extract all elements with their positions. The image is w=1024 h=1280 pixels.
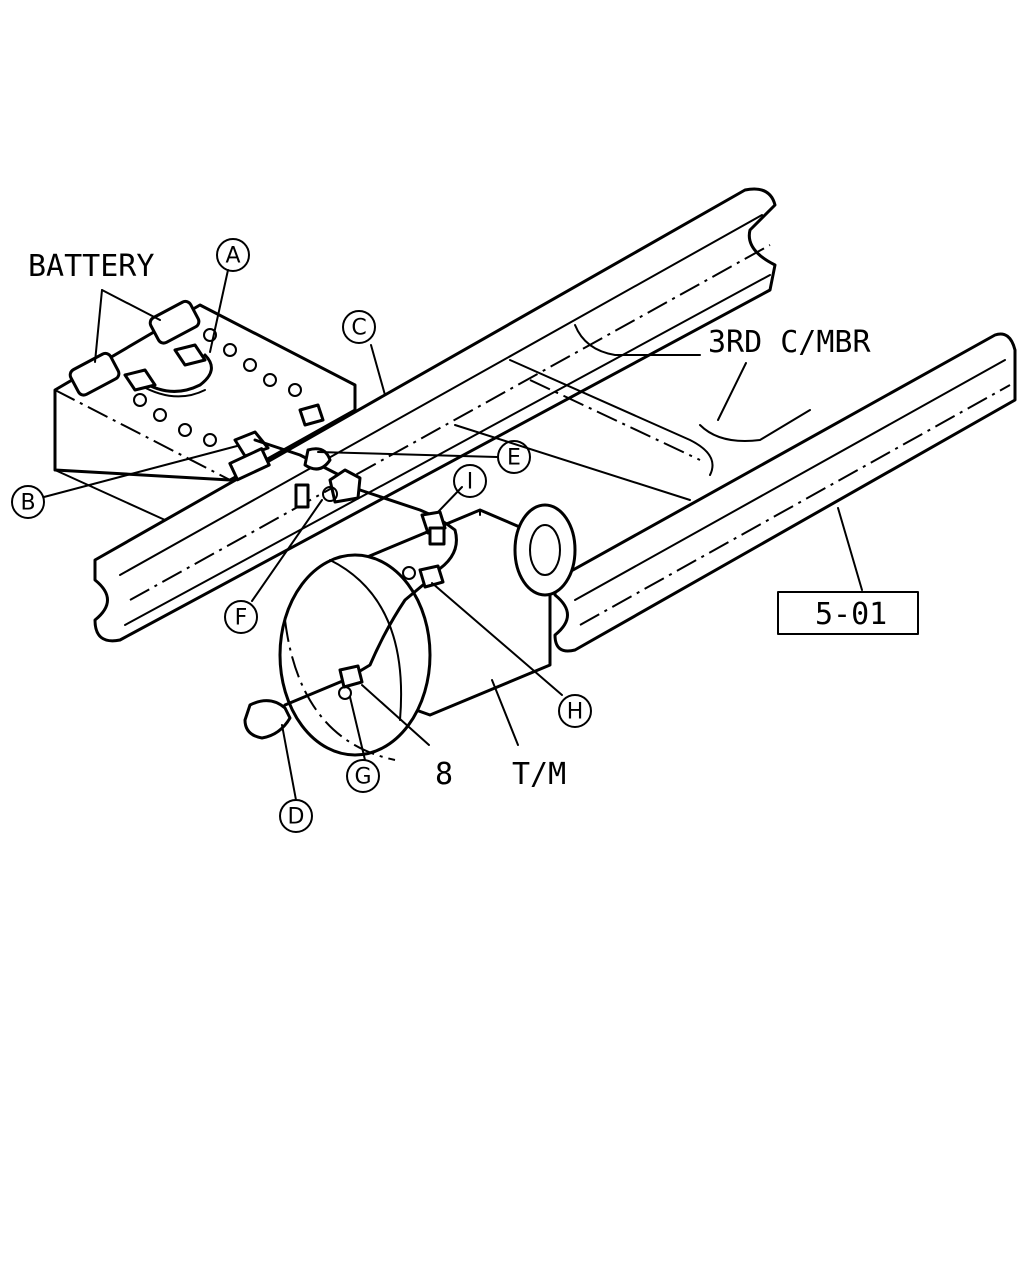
crossmember-label: 3RD C/MBR bbox=[708, 325, 871, 360]
callout-i-text: I bbox=[467, 470, 474, 495]
battery-label: BATTERY bbox=[28, 249, 154, 284]
part-number-label: 8 bbox=[435, 757, 453, 792]
callout-h: H bbox=[558, 694, 592, 728]
frame-rail-right bbox=[553, 332, 1017, 653]
battery-box bbox=[53, 299, 357, 521]
callout-g: G bbox=[346, 759, 380, 793]
battery-cables bbox=[123, 343, 458, 740]
text-labels: BATTERY 3RD C/MBR T/M 8 5-01 bbox=[28, 249, 919, 792]
ref-box bbox=[777, 591, 919, 635]
callout-c: C bbox=[342, 310, 376, 344]
ref-box-label: 5-01 bbox=[815, 597, 887, 632]
callout-f: F bbox=[224, 600, 258, 634]
callout-h-text: H bbox=[567, 700, 584, 725]
callout-f-text: F bbox=[235, 606, 248, 631]
callout-g-text: G bbox=[354, 765, 371, 790]
transmission bbox=[278, 503, 577, 761]
third-cross-member bbox=[454, 324, 811, 501]
frame-rail-left bbox=[93, 187, 777, 643]
callout-d-text: D bbox=[288, 805, 305, 830]
transmission-label: T/M bbox=[512, 757, 566, 792]
callout-i: I bbox=[453, 464, 487, 498]
callout-b: B bbox=[11, 485, 45, 519]
callout-b-text: B bbox=[20, 491, 35, 516]
callout-e: E bbox=[497, 440, 531, 474]
callout-a: A bbox=[216, 238, 250, 272]
callout-d: D bbox=[279, 799, 313, 833]
callout-e-text: E bbox=[507, 446, 521, 471]
callout-c-text: C bbox=[351, 316, 366, 341]
callout-a-text: A bbox=[225, 244, 240, 269]
